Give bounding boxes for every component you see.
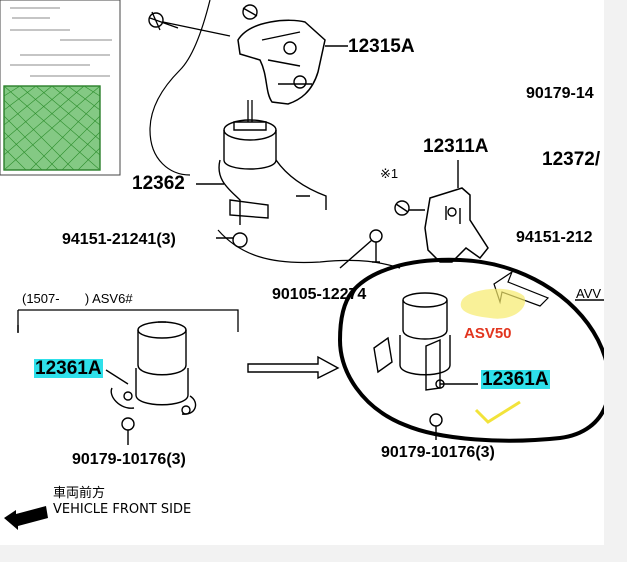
part-label-12361A-left[interactable]: 12361A xyxy=(34,358,103,379)
part-label-90179-14[interactable]: 90179-14 xyxy=(526,85,594,102)
part-label-90179-10176-right[interactable]: 90179-10176(3) xyxy=(381,444,495,461)
part-label-90179-10176-left[interactable]: 90179-10176(3) xyxy=(72,451,186,468)
part-label-90105-12274[interactable]: 90105-12274 xyxy=(272,286,367,303)
avv-note: AVV xyxy=(576,286,602,301)
asterisk-note: ※1 xyxy=(380,166,399,181)
vertical-scrollbar[interactable] xyxy=(604,0,627,562)
part-label-12372[interactable]: 12372/ xyxy=(542,149,601,170)
part-label-94151-212[interactable]: 94151-212 xyxy=(516,229,593,246)
part-label-12361A-right[interactable]: 12361A xyxy=(481,369,550,390)
part-label-12362[interactable]: 12362 xyxy=(132,173,185,194)
horizontal-scrollbar[interactable] xyxy=(0,545,604,562)
range-note: (1507- ) ASV6# xyxy=(22,291,133,306)
part-label-94151-21241[interactable]: 94151-21241(3) xyxy=(62,231,176,248)
part-label-12315A[interactable]: 12315A xyxy=(348,36,415,57)
part-label-12311A[interactable]: 12311A xyxy=(423,136,489,157)
vehicle-front-en: VEHICLE FRONT SIDE xyxy=(53,502,192,517)
vehicle-front-jp: 車両前方 xyxy=(53,486,106,501)
asv50-annotation: ASV50 xyxy=(464,325,512,342)
